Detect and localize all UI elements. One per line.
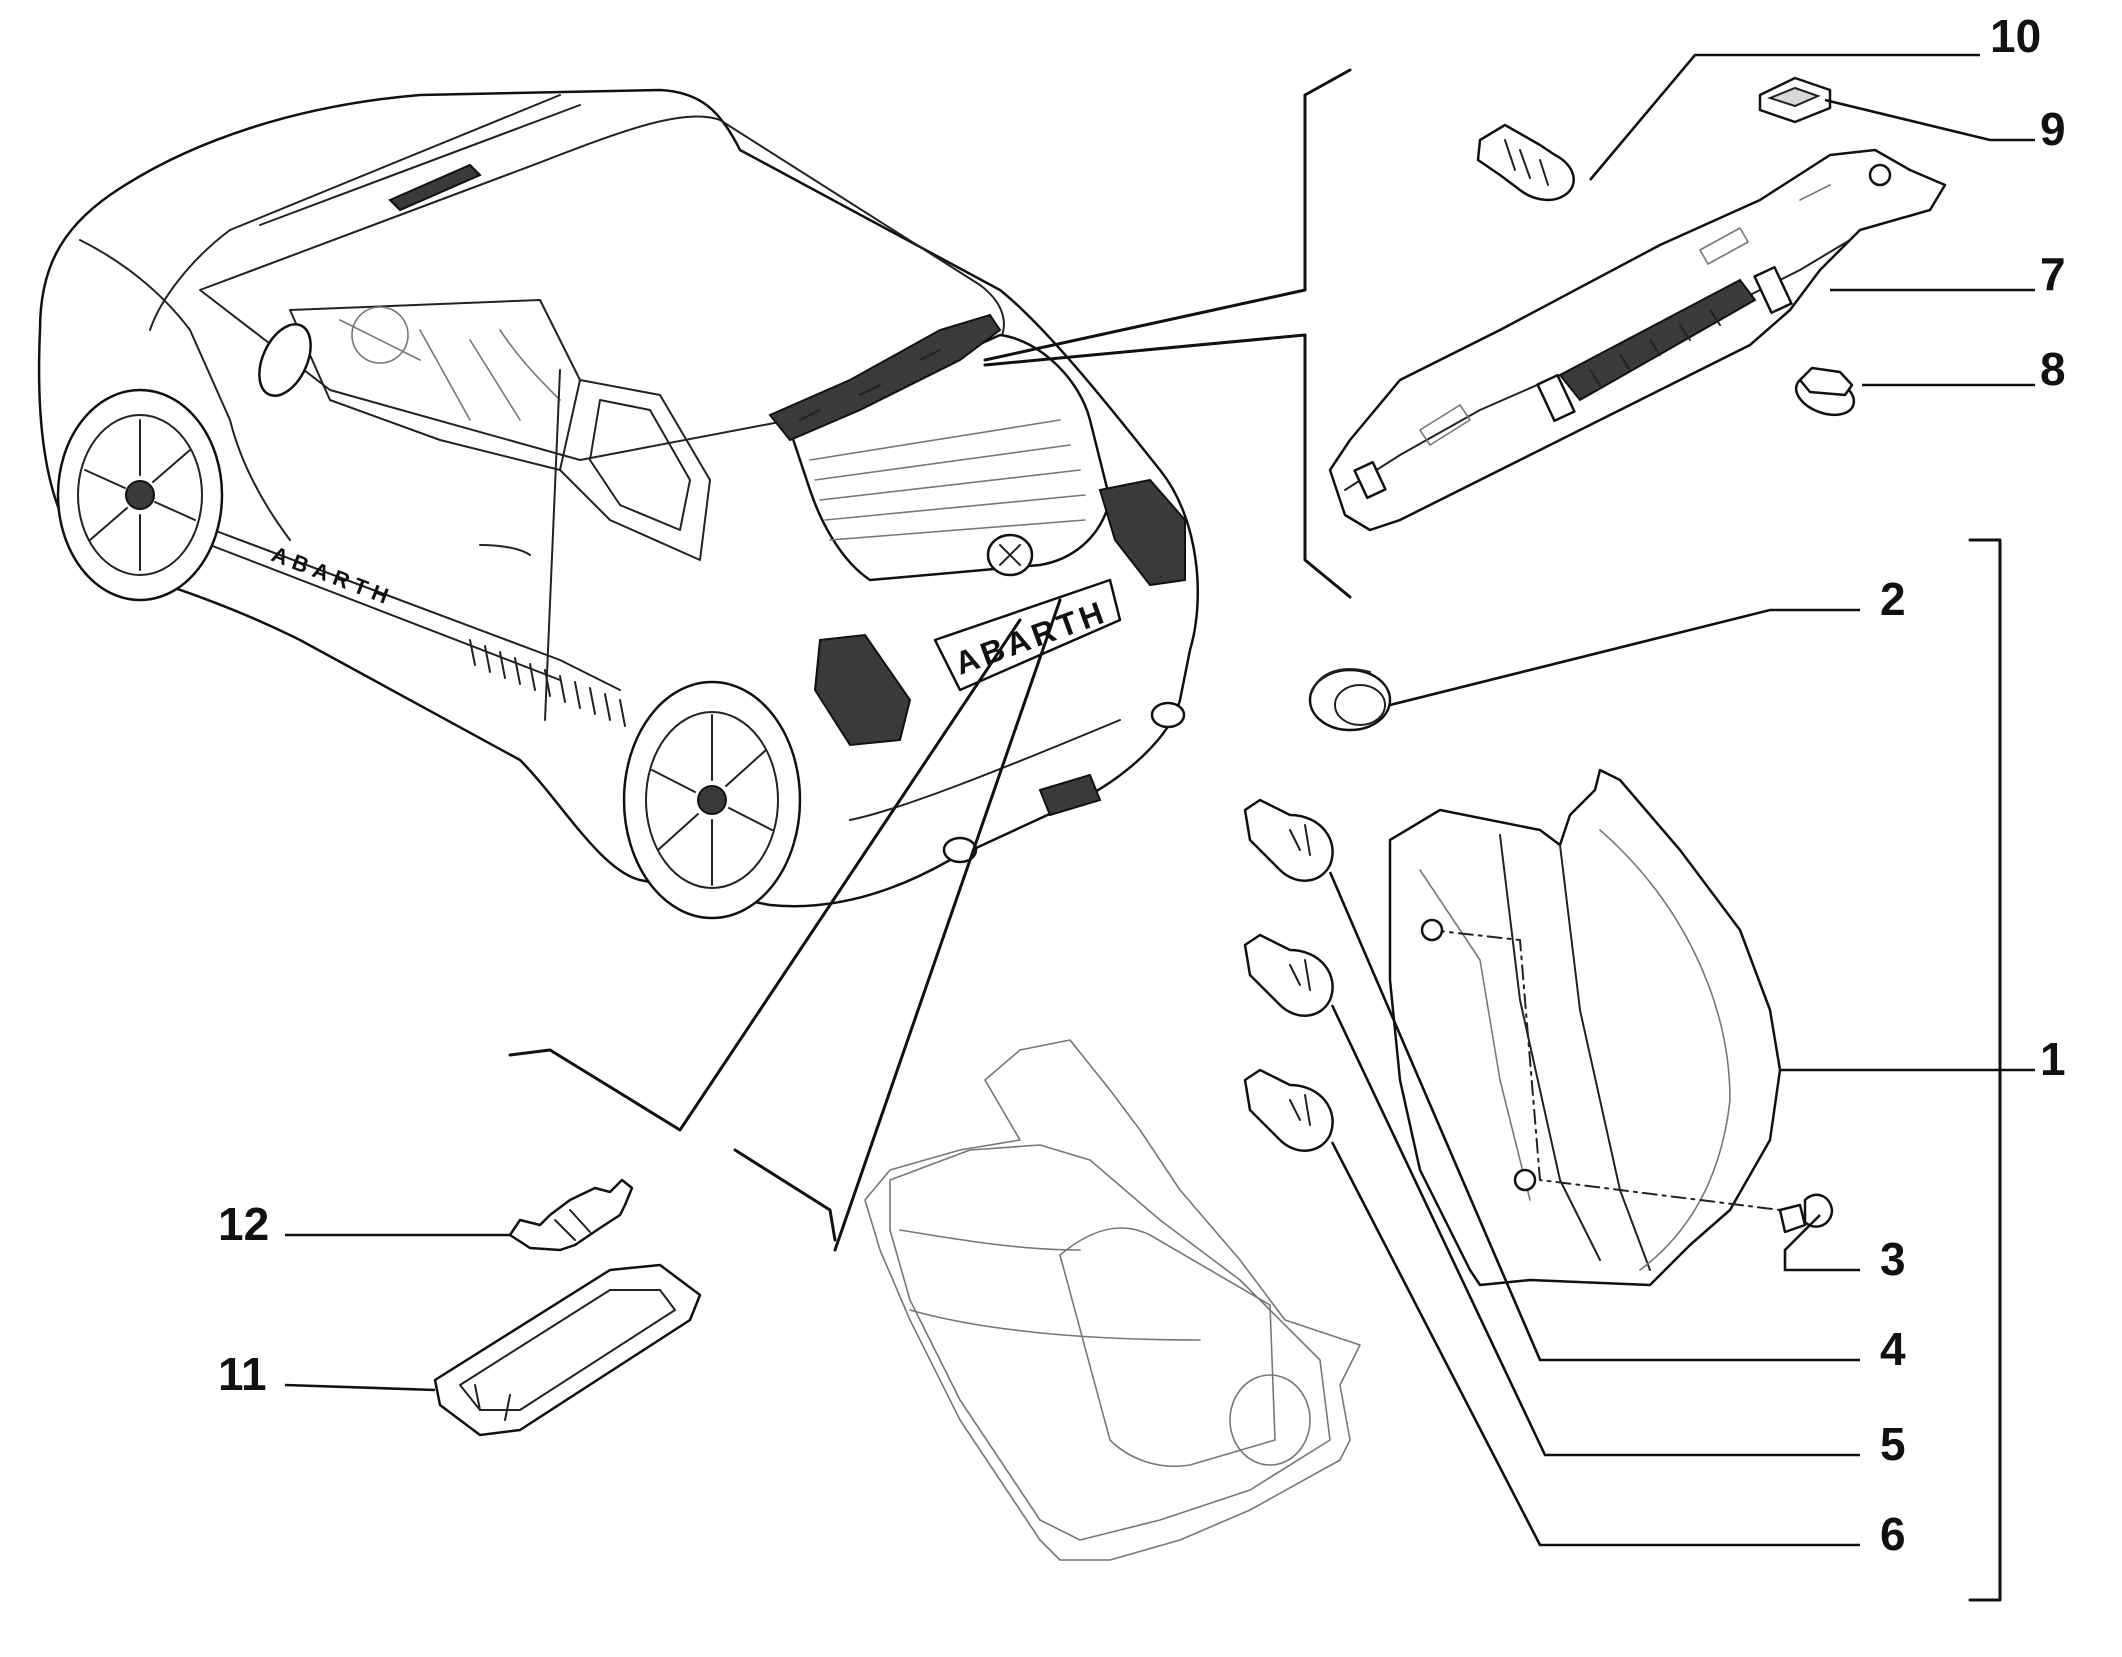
rear-wheel bbox=[622, 680, 802, 920]
third-brake-light-housing bbox=[1328, 148, 1947, 532]
callout-4: 4 bbox=[1880, 1323, 1906, 1375]
callout-labels: 10 9 7 8 2 1 3 4 5 6 12 11 bbox=[218, 10, 2066, 1560]
tail-lamp-part-1 bbox=[1388, 768, 1821, 1287]
bulb-part-5 bbox=[1243, 933, 1334, 1017]
callout-2: 2 bbox=[1880, 573, 1906, 625]
callout-1: 1 bbox=[2040, 1033, 2066, 1085]
callout-10: 10 bbox=[1990, 10, 2041, 62]
front-wheel bbox=[56, 388, 224, 602]
callout-12: 12 bbox=[218, 1198, 269, 1250]
callout-11: 11 bbox=[218, 1348, 267, 1400]
callout-6: 6 bbox=[1880, 1508, 1906, 1560]
bulb-part-12 bbox=[508, 1178, 634, 1252]
bulb-part-4 bbox=[1243, 798, 1334, 882]
clip-part-9 bbox=[1758, 76, 1832, 124]
callout-7: 7 bbox=[2040, 248, 2066, 300]
bulb-holder-part-8 bbox=[1794, 366, 1856, 417]
bracket-plate-light bbox=[508, 598, 1062, 1252]
car-illustration: ABARTH bbox=[37, 88, 1200, 920]
bulb-part-6 bbox=[1243, 1068, 1334, 1152]
tail-lamp-lens-outline bbox=[864, 1039, 1361, 1561]
bulb-part-10 bbox=[1476, 123, 1575, 202]
callout-9: 9 bbox=[2040, 103, 2066, 155]
callout-5: 5 bbox=[1880, 1418, 1906, 1470]
screw-part-3 bbox=[1778, 1193, 1834, 1234]
plate-light-part-11 bbox=[433, 1263, 702, 1437]
bracket-third-brake bbox=[983, 68, 1352, 599]
callout-3: 3 bbox=[1880, 1233, 1906, 1285]
leader-lines bbox=[284, 53, 2035, 1547]
grommet-part-2 bbox=[1308, 668, 1392, 732]
callout-8: 8 bbox=[2040, 343, 2066, 395]
